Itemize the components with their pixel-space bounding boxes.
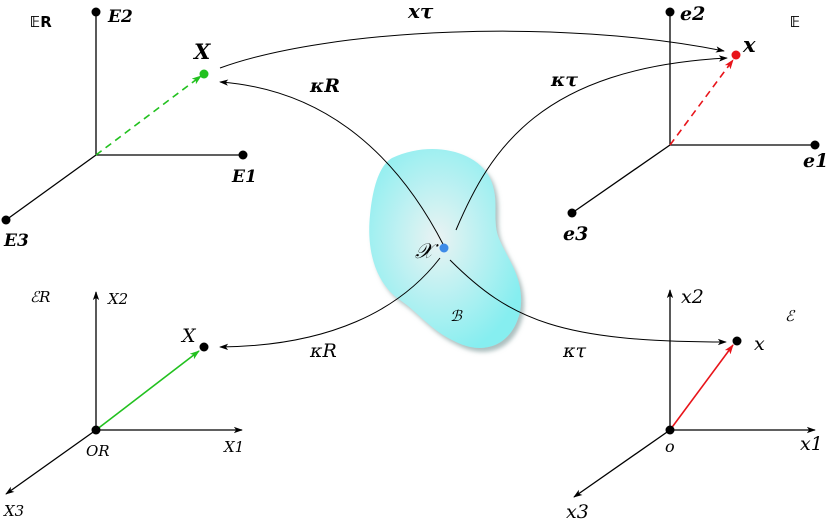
label-X1: X1 — [223, 438, 244, 456]
E1-point — [238, 150, 248, 160]
label-e1: e1 — [803, 150, 828, 172]
label-X-bold: X — [192, 39, 211, 64]
origin-o — [665, 425, 675, 435]
label-kappa-tau-top: κτ — [550, 69, 578, 91]
space-label-script-E: ℰ — [785, 307, 796, 325]
frame-bottom-right — [573, 289, 816, 498]
X-point — [199, 69, 209, 79]
body-label: ℬ — [450, 307, 463, 325]
label-kappa-R-top: κR — [309, 75, 340, 97]
label-x1: x1 — [800, 433, 823, 455]
curve-kappa-tau-top — [455, 55, 728, 231]
label-X2: X2 — [107, 290, 128, 308]
material-point — [439, 243, 449, 253]
x-coord-point — [732, 336, 742, 346]
origin-OR — [91, 425, 101, 435]
e2-point — [665, 7, 675, 17]
space-label-ER: 𝔼R — [30, 13, 52, 31]
axis-E3 — [5, 154, 97, 221]
label-x-bold: x — [742, 32, 756, 57]
label-x-tau: xτ — [407, 0, 434, 23]
label-e3: e3 — [563, 223, 588, 245]
curve-x-tau — [219, 30, 725, 69]
vector-X-reference — [95, 350, 200, 431]
label-x2: x2 — [681, 286, 704, 308]
frame-top-left — [1, 7, 248, 225]
frame-top-right — [567, 7, 820, 218]
e1-point — [810, 140, 820, 150]
vector-x-current — [669, 344, 734, 431]
E2-point — [91, 7, 101, 17]
label-E3: E3 — [3, 231, 29, 251]
label-o: o — [665, 437, 675, 456]
curve-kappa-tau-bottom — [449, 259, 727, 346]
e3-point — [567, 208, 577, 218]
space-label-script-ER: ℰR — [30, 288, 50, 306]
axis-x3 — [573, 429, 671, 498]
x-point — [731, 50, 741, 60]
curve-kappa-R-top — [219, 79, 445, 247]
label-X3: X3 — [3, 502, 24, 520]
label-OR: OR — [86, 442, 110, 460]
label-kappa-tau-bottom: κτ — [562, 340, 586, 362]
space-label-E: 𝔼 — [790, 13, 800, 31]
mapping-curves — [219, 30, 728, 351]
label-E2: E2 — [107, 7, 133, 27]
position-vector-x — [669, 59, 734, 146]
label-X-point: X — [180, 325, 197, 347]
axis-X3 — [5, 429, 97, 495]
label-x-point: x — [754, 333, 765, 355]
label-E1: E1 — [231, 167, 257, 187]
E3-point — [1, 215, 11, 225]
position-vector-X — [95, 75, 202, 156]
label-kappa-R-bottom: κR — [309, 340, 337, 362]
label-x3: x3 — [566, 501, 589, 522]
frame-bottom-left — [5, 291, 243, 495]
X-coord-point — [199, 342, 209, 352]
axis-e3 — [571, 144, 671, 214]
label-e2: e2 — [680, 3, 705, 25]
curve-kappa-R-bottom — [219, 257, 441, 351]
